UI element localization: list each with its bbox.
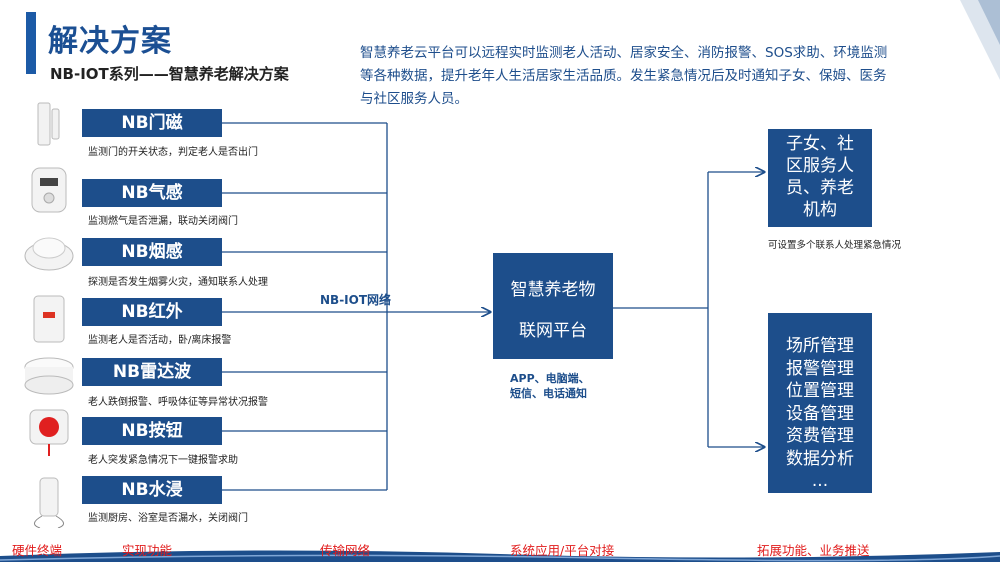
- sos-button-icon: [29, 409, 69, 456]
- smoke-detector-icon: [24, 237, 74, 271]
- platform-desc-line1: APP、电脑端、: [510, 372, 590, 385]
- device-radar-sensor: NB雷达波: [82, 358, 222, 386]
- device-smoke-sensor: NB烟感: [82, 238, 222, 266]
- platform-box: 智慧养老物 联网平台: [493, 253, 613, 359]
- device-door-sensor-desc: 监测门的开关状态，判定老人是否出门: [88, 147, 258, 158]
- device-infrared-sensor: NB红外: [82, 298, 222, 326]
- contacts-line: 机构: [803, 200, 837, 220]
- device-gas-sensor: NB气感: [82, 179, 222, 207]
- infrared-sensor-icon: [33, 295, 65, 343]
- contacts-line: 区服务人: [786, 156, 854, 176]
- extension-item: 资费管理: [786, 426, 854, 446]
- bottom-label-functions: 实现功能: [122, 543, 173, 558]
- bottom-band: [0, 550, 1000, 562]
- contacts-note: 可设置多个联系人处理紧急情况: [768, 240, 902, 251]
- platform-title-line1: 智慧养老物: [510, 280, 596, 300]
- platform-notification-desc: APP、电脑端、 短信、电话通知: [510, 371, 620, 401]
- corner-decoration: [960, 0, 1000, 80]
- radar-sensor-icon: [24, 357, 74, 395]
- device-sos-button-desc: 老人突发紧急情况下一键报警求助: [88, 455, 238, 466]
- page-subtitle: NB-IOT系列——智慧养老解决方案: [50, 65, 289, 83]
- door-sensor-icon: [37, 102, 60, 146]
- title-accent-bar: [26, 12, 36, 74]
- bottom-label-system: 系统应用/平台对接: [510, 543, 615, 558]
- platform-desc-line2: 短信、电话通知: [510, 387, 587, 400]
- extension-item: 场所管理: [786, 336, 854, 356]
- extensions-box: 场所管理 报警管理 位置管理 设备管理 资费管理 数据分析 ...: [768, 313, 872, 493]
- device-radar-sensor-desc: 老人跌倒报警、呼吸体征等异常状况报警: [88, 397, 268, 408]
- extension-item: 报警管理: [786, 358, 854, 379]
- extension-item: 设备管理: [786, 403, 854, 424]
- contacts-line: 员、养老: [786, 178, 854, 198]
- device-infrared-sensor-desc: 监测老人是否活动，卧/离床报警: [88, 335, 232, 346]
- extension-item: ...: [811, 471, 829, 491]
- device-smoke-sensor-desc: 探测是否发生烟雾火灾，通知联系人处理: [88, 277, 268, 288]
- device-sos-button: NB按钮: [82, 417, 222, 445]
- page-title: 解决方案: [48, 24, 172, 59]
- extension-item: 位置管理: [786, 381, 854, 401]
- bottom-label-network: 传输网络: [320, 543, 371, 558]
- network-label: NB-IOT网络: [320, 293, 392, 307]
- device-water-sensor: NB水浸: [82, 476, 222, 504]
- device-door-sensor: NB门磁: [82, 109, 222, 137]
- extension-item: 数据分析: [786, 448, 854, 469]
- bottom-label-hardware: 硬件终端: [12, 543, 63, 558]
- device-water-sensor-desc: 监测厨房、浴室是否漏水，关闭阀门: [88, 513, 248, 524]
- contacts-box: 子女、社 区服务人 员、养老 机构: [768, 129, 872, 227]
- gas-detector-icon: [31, 167, 67, 213]
- platform-title-line2: 联网平台: [519, 321, 587, 341]
- contacts-line: 子女、社: [786, 134, 854, 154]
- water-leak-sensor-icon: [34, 477, 64, 528]
- bottom-label-extensions: 拓展功能、业务推送: [757, 543, 870, 558]
- intro-paragraph: 智慧养老云平台可以远程实时监测老人活动、居家安全、消防报警、SOS求助、环境监测…: [360, 45, 888, 107]
- device-gas-sensor-desc: 监测燃气是否泄漏，联动关闭阀门: [88, 216, 238, 227]
